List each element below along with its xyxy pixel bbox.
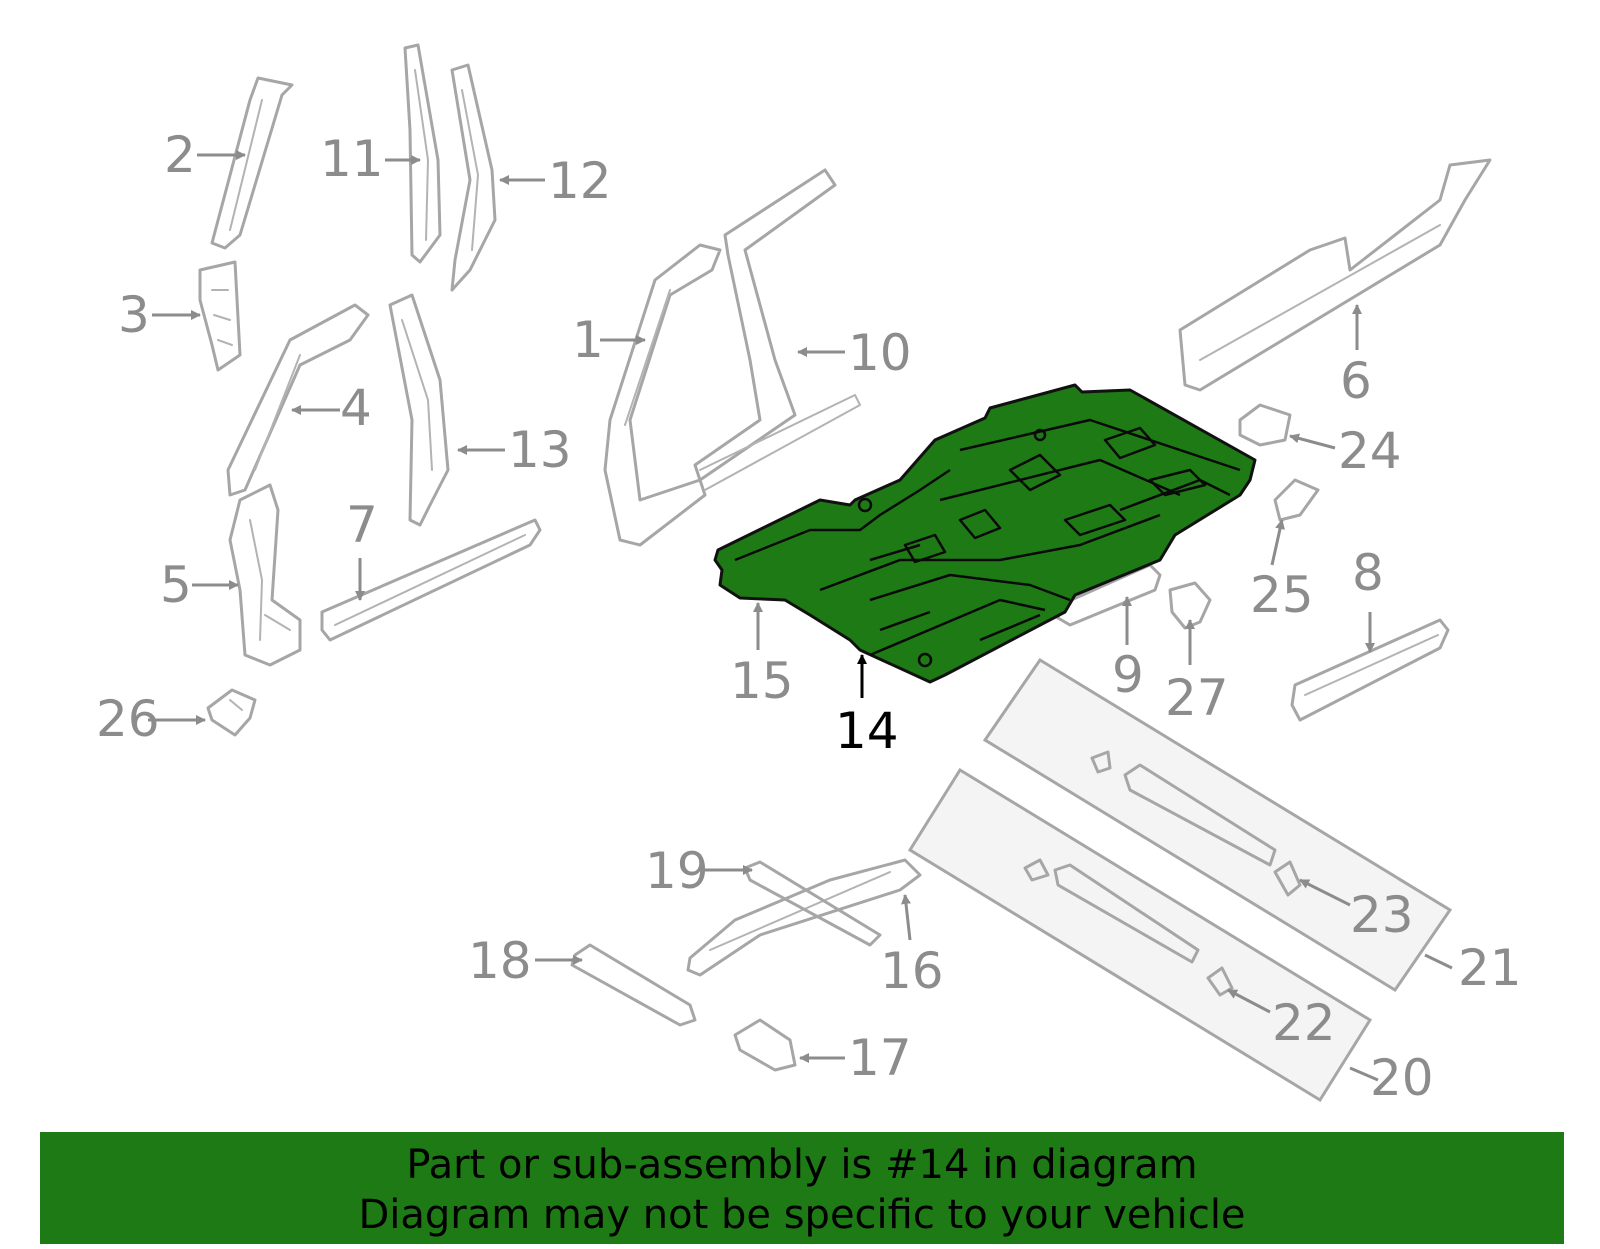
part-2[interactable] [210, 76, 294, 250]
callout-6[interactable]: 6 [1340, 352, 1372, 410]
callout-21[interactable]: 21 [1458, 939, 1522, 997]
callout-24[interactable]: 24 [1338, 422, 1402, 480]
callout-22[interactable]: 22 [1272, 994, 1336, 1052]
part-24[interactable] [1238, 403, 1292, 447]
part-8[interactable] [1290, 618, 1450, 722]
part-10[interactable] [693, 168, 861, 491]
callout-arrows [148, 150, 1453, 1082]
part-27[interactable] [1168, 581, 1212, 630]
callout-27[interactable]: 27 [1165, 669, 1229, 727]
callout-5[interactable]: 5 [160, 556, 192, 614]
callout-19[interactable]: 19 [645, 842, 709, 900]
callout-9[interactable]: 9 [1112, 646, 1144, 704]
callout-14[interactable]: 14 [835, 702, 899, 760]
part-11[interactable] [403, 43, 442, 264]
callout-23[interactable]: 23 [1350, 886, 1414, 944]
part-7[interactable] [320, 518, 542, 642]
callout-11[interactable]: 11 [320, 130, 384, 188]
callout-13[interactable]: 13 [508, 421, 572, 479]
callout-10[interactable]: 10 [848, 324, 912, 382]
part-4[interactable] [226, 303, 370, 497]
part-17[interactable] [733, 1018, 797, 1072]
part-12[interactable] [450, 63, 497, 292]
part-13[interactable] [388, 293, 450, 527]
callout-labels: 2 11 12 3 4 13 7 5 26 1 10 6 24 25 8 9 2… [96, 126, 1522, 1107]
part-25[interactable] [1273, 478, 1320, 522]
callout-4[interactable]: 4 [340, 379, 372, 437]
callout-15[interactable]: 15 [730, 652, 794, 710]
callout-26[interactable]: 26 [96, 690, 160, 748]
info-banner: Part or sub-assembly is #14 in diagram D… [40, 1132, 1564, 1244]
callout-12[interactable]: 12 [548, 152, 612, 210]
part-5[interactable] [228, 483, 302, 667]
part-22[interactable] [1206, 966, 1234, 997]
part-14-floor-pan[interactable] [713, 383, 1257, 684]
callout-1[interactable]: 1 [572, 311, 604, 369]
callout-8[interactable]: 8 [1352, 544, 1384, 602]
group-box-20 [907, 767, 1373, 1103]
part-19[interactable] [743, 860, 882, 947]
part-26[interactable] [206, 688, 257, 737]
callout-17[interactable]: 17 [848, 1029, 912, 1087]
group-box-21 [982, 657, 1453, 993]
banner-line-1: Part or sub-assembly is #14 in diagram [406, 1142, 1198, 1188]
group-20-rail[interactable] [1023, 858, 1200, 964]
banner-line-2: Diagram may not be specific to your vehi… [358, 1192, 1246, 1238]
callout-25[interactable]: 25 [1250, 566, 1314, 624]
part-18[interactable] [570, 943, 697, 1027]
callout-16[interactable]: 16 [880, 942, 944, 1000]
part-1[interactable] [603, 243, 722, 547]
callout-20[interactable]: 20 [1370, 1049, 1434, 1107]
group-21-rail[interactable] [1090, 750, 1277, 867]
part-3[interactable] [198, 260, 242, 372]
part-16[interactable] [686, 858, 922, 977]
callout-2[interactable]: 2 [164, 126, 196, 184]
callout-18[interactable]: 18 [468, 932, 532, 990]
callout-3[interactable]: 3 [118, 286, 150, 344]
part-6[interactable] [1178, 158, 1492, 392]
callout-7[interactable]: 7 [346, 496, 378, 554]
